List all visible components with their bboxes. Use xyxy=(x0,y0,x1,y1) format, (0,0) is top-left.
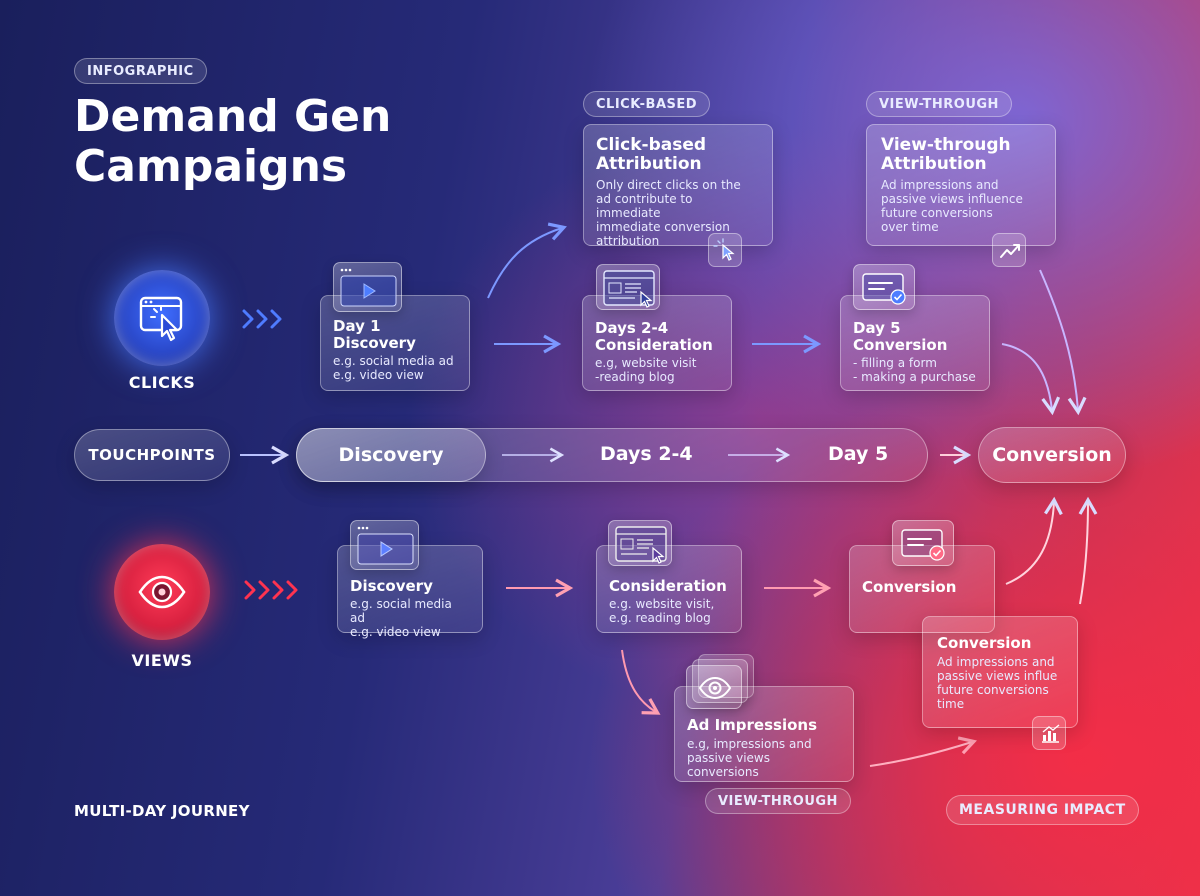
trend-up-icon xyxy=(992,233,1026,267)
view-through-tag-top: VIEW-THROUGH xyxy=(866,91,1012,117)
title-line1: Demand Gen xyxy=(74,91,392,142)
clicks-day5-desc: - filling a form - making a purchase xyxy=(853,356,976,384)
video-play-icon-views xyxy=(350,520,419,570)
click-attribution-card: Click-based Attribution Only direct clic… xyxy=(583,124,773,248)
clicks-day5-title: Day 5 Conversion xyxy=(853,319,948,354)
clicks-days24-title: Days 2-4 Consideration xyxy=(595,319,713,354)
clicks-day1-desc: e.g. social media ad e.g. video view xyxy=(333,354,454,382)
impressions-title: Ad Impressions xyxy=(687,716,817,734)
view-through-tag-bottom: VIEW-THROUGH xyxy=(705,788,851,814)
timeline-track xyxy=(296,428,928,482)
views-conversion-title: Conversion xyxy=(862,578,957,596)
view-attribution-card: View-through Attribution Ad impressions … xyxy=(866,124,1056,246)
arrow-day1-to-click-attr xyxy=(487,222,567,299)
measuring-impact-tag: MEASURING IMPACT xyxy=(946,795,1139,825)
view-attribution-desc: Ad impressions and passive views influen… xyxy=(881,178,1023,234)
browser-cursor-icon-views xyxy=(608,520,672,566)
clicks-orb xyxy=(114,270,210,366)
multi-day-journey-label: MULTI-DAY JOURNEY xyxy=(74,802,250,820)
ad-impressions-card: Ad Impressions e.g, impressions and pass… xyxy=(674,686,854,782)
conversion-pill: Conversion xyxy=(978,427,1126,483)
clicks-day5-card: Day 5 Conversion - filling a form - maki… xyxy=(840,295,990,391)
touchpoints-pill: TOUCHPOINTS xyxy=(74,429,230,481)
conv2-desc: Ad impressions and passive views influe … xyxy=(937,655,1058,711)
clicks-chevrons xyxy=(242,309,282,329)
track-day5-label: Day 5 xyxy=(828,443,889,465)
views-label: VIEWS xyxy=(131,651,193,670)
browser-cursor-icon xyxy=(596,264,660,310)
clicks-day1-title: Day 1 Discovery xyxy=(333,317,416,352)
views-orb xyxy=(114,544,210,640)
arrow-v-conversion-to-conversion xyxy=(1005,496,1063,585)
clicks-days24-desc: e.g, website visit -reading blog xyxy=(595,356,697,384)
views-conversion-card: Conversion xyxy=(849,545,995,633)
arrow-v-consideration-to-impressions xyxy=(621,649,661,715)
click-attribution-desc: Only direct clicks on the ad contribute … xyxy=(596,178,741,248)
click-based-tag: CLICK-BASED xyxy=(583,91,711,117)
clicks-label: CLICKS xyxy=(128,373,196,392)
views-consideration-title: Consideration xyxy=(609,577,727,595)
form-check-icon-views xyxy=(892,520,954,566)
views-discovery-card: Discovery e.g. social media ad e.g. vide… xyxy=(337,545,483,639)
views-conversion-impact-card: Conversion Ad impressions and passive vi… xyxy=(922,616,1078,728)
views-consideration-desc: e.g. website visit, e.g. reading blog xyxy=(609,597,715,625)
arrow-day5-to-conversion xyxy=(1001,343,1061,416)
title-line2: Campaigns xyxy=(74,141,348,192)
arrow-impressions-to-conv2 xyxy=(869,736,977,767)
track-discovery-segment: Discovery xyxy=(296,428,486,482)
form-check-icon xyxy=(853,264,915,310)
impressions-desc: e.g, impressions and passive views conve… xyxy=(687,737,812,779)
eye-icon-impressions xyxy=(686,665,742,709)
click-attribution-title: Click-based Attribution xyxy=(596,135,707,174)
cursor-click-icon xyxy=(708,233,742,267)
track-days24-label: Days 2-4 xyxy=(600,443,693,465)
views-discovery-desc: e.g. social media ad e.g. video view xyxy=(350,597,452,639)
page-title: Demand Gen Campaigns xyxy=(74,92,494,192)
conv2-title: Conversion xyxy=(937,634,1032,652)
arrow-viewattr-to-conversion xyxy=(1039,269,1087,416)
views-discovery-title: Discovery xyxy=(350,577,433,595)
view-attribution-title: View-through Attribution xyxy=(881,135,1011,174)
bar-chart-icon xyxy=(1032,716,1066,750)
eye-icon xyxy=(138,575,186,609)
clicks-days24-card: Days 2-4 Consideration e.g, website visi… xyxy=(582,295,732,391)
views-chevrons xyxy=(244,580,298,600)
browser-click-icon xyxy=(139,296,183,342)
infographic-tag: INFOGRAPHIC xyxy=(74,58,207,84)
arrow-conv2-to-conversion xyxy=(1078,496,1098,605)
video-play-icon xyxy=(333,262,402,312)
